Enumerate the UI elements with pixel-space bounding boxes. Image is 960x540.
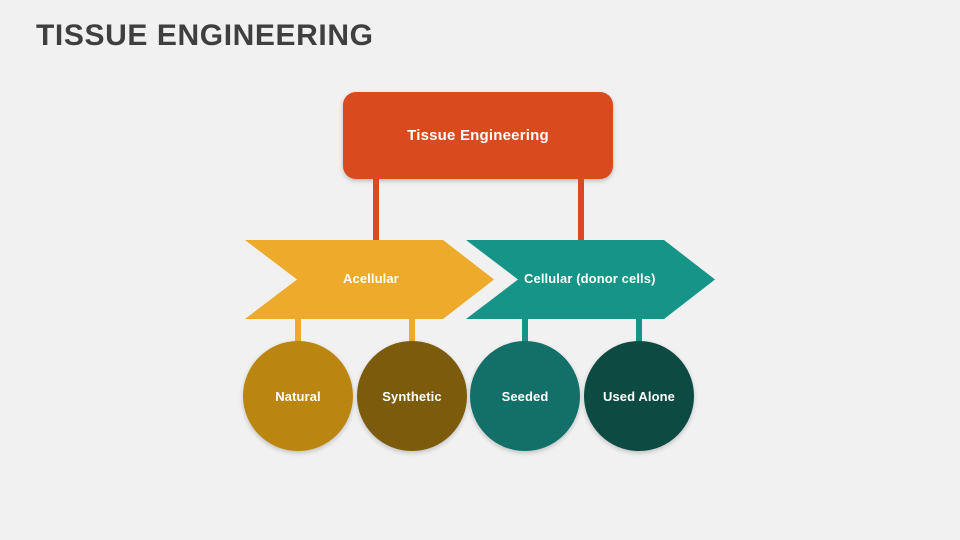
leaf-label-seeded: Seeded [501, 388, 549, 404]
connector-root-to-cellular [578, 178, 584, 243]
leaf-circle-natural[interactable]: Natural [243, 341, 353, 451]
leaf-circle-seeded[interactable]: Seeded [470, 341, 580, 451]
branch-label-cellular: Cellular (donor cells) [524, 271, 656, 286]
connector-cellular-to-seeded [522, 317, 528, 344]
leaf-label-natural: Natural [275, 388, 321, 404]
leaf-label-synthetic: Synthetic [382, 388, 442, 404]
leaf-circle-synthetic[interactable]: Synthetic [357, 341, 467, 451]
branch-label-acellular: Acellular [343, 271, 399, 286]
connector-cellular-to-used-alone [636, 317, 642, 344]
branch-chevron-acellular[interactable]: Acellular [245, 240, 494, 319]
connector-acellular-to-synthetic [409, 317, 415, 344]
leaf-circle-used-alone[interactable]: Used Alone [584, 341, 694, 451]
branch-chevron-cellular[interactable]: Cellular (donor cells) [466, 240, 715, 319]
connector-root-to-acellular [373, 178, 379, 243]
page-title: TISSUE ENGINEERING [36, 19, 374, 52]
leaf-label-used-alone: Used Alone [602, 388, 676, 404]
root-node-label: Tissue Engineering [407, 127, 549, 144]
connector-acellular-to-natural [295, 317, 301, 344]
root-node-tissue-engineering[interactable]: Tissue Engineering [343, 92, 613, 179]
